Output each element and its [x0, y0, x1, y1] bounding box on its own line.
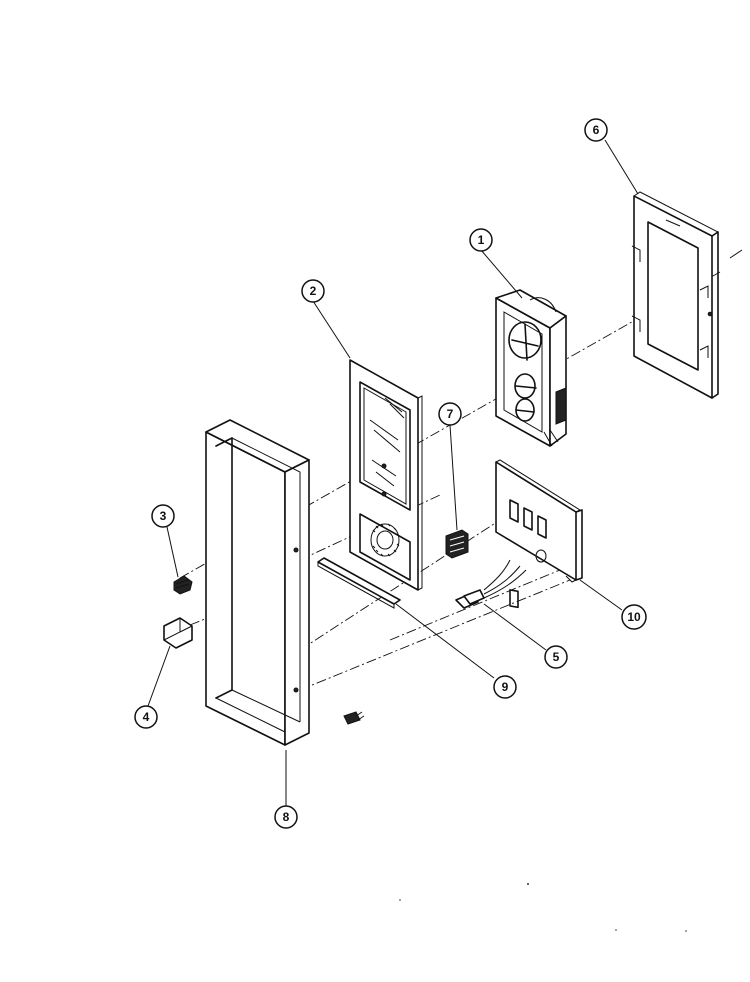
- part-5-lamp-socket: [455, 559, 527, 609]
- callout-5-label: 5: [553, 650, 560, 664]
- callout-6-label: 6: [593, 123, 600, 137]
- part-3-knob: [173, 575, 193, 595]
- screw: [343, 711, 365, 725]
- leader-lines: [147, 139, 639, 806]
- part-6-mounting-panel: [631, 191, 743, 399]
- part-8-trim-frame: [205, 419, 310, 746]
- callout-10-label: 10: [627, 610, 641, 624]
- callout-6: 6: [584, 118, 608, 142]
- part-4-button-cap: [163, 617, 193, 649]
- part-2-control-panel: [349, 359, 423, 591]
- callout-2: 2: [301, 279, 325, 303]
- part-9-trim-strip: [317, 557, 401, 609]
- callout-8-label: 8: [283, 810, 290, 824]
- callout-1: 1: [469, 228, 493, 252]
- callout-8: 8: [274, 805, 298, 829]
- part-10-bracket: [495, 459, 583, 609]
- callout-4-label: 4: [143, 710, 150, 724]
- callout-2-label: 2: [310, 284, 317, 298]
- callout-9: 9: [493, 675, 517, 699]
- part-7-switch: [445, 529, 469, 559]
- part-1-timer-mechanism: [495, 289, 567, 447]
- callout-4: 4: [134, 705, 158, 729]
- callout-1-label: 1: [478, 233, 485, 247]
- scan-specks: [399, 883, 687, 932]
- callout-9-label: 9: [502, 680, 509, 694]
- callout-7-label: 7: [447, 407, 454, 421]
- callout-7: 7: [438, 402, 462, 426]
- callout-5: 5: [544, 645, 568, 669]
- callout-10: 10: [621, 604, 647, 630]
- callout-3: 3: [151, 504, 175, 528]
- callout-3-label: 3: [160, 509, 167, 523]
